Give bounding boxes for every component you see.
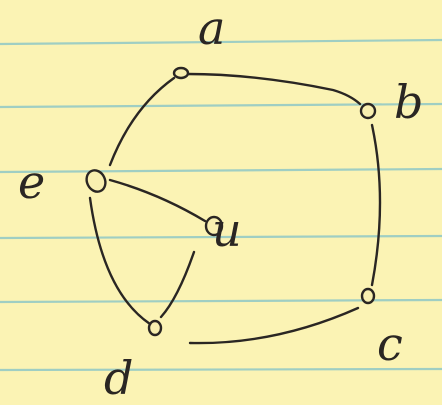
vertex-c [360, 287, 376, 305]
vertex-label-b: b [394, 75, 423, 129]
edge-a-b [186, 72, 362, 106]
edge-b-c [370, 123, 382, 287]
edges [88, 72, 382, 345]
ruled-line [0, 367, 442, 372]
ruled-line [0, 234, 442, 240]
vertex-label-d: d [104, 351, 133, 405]
vertex-label-u: u [212, 203, 242, 257]
ruled-line [0, 38, 442, 46]
edge-d-u [159, 250, 196, 319]
ruled-line [0, 167, 442, 174]
vertex-label-a: a [198, 1, 225, 55]
vertices [85, 66, 377, 337]
edge-e-u [108, 178, 207, 223]
vertex-u [204, 215, 224, 237]
vertex-b [359, 102, 377, 120]
vertex-label-c: c [377, 317, 403, 371]
vertex-label-e: e [18, 155, 45, 209]
edge-c-d [188, 306, 360, 345]
edge-a-e [108, 76, 176, 167]
vertex-d [147, 319, 163, 337]
vertex-a [172, 66, 190, 80]
edge-d-e [88, 196, 152, 326]
vertex-e [85, 169, 107, 193]
vertex-labels: a b c d e u [18, 1, 423, 405]
